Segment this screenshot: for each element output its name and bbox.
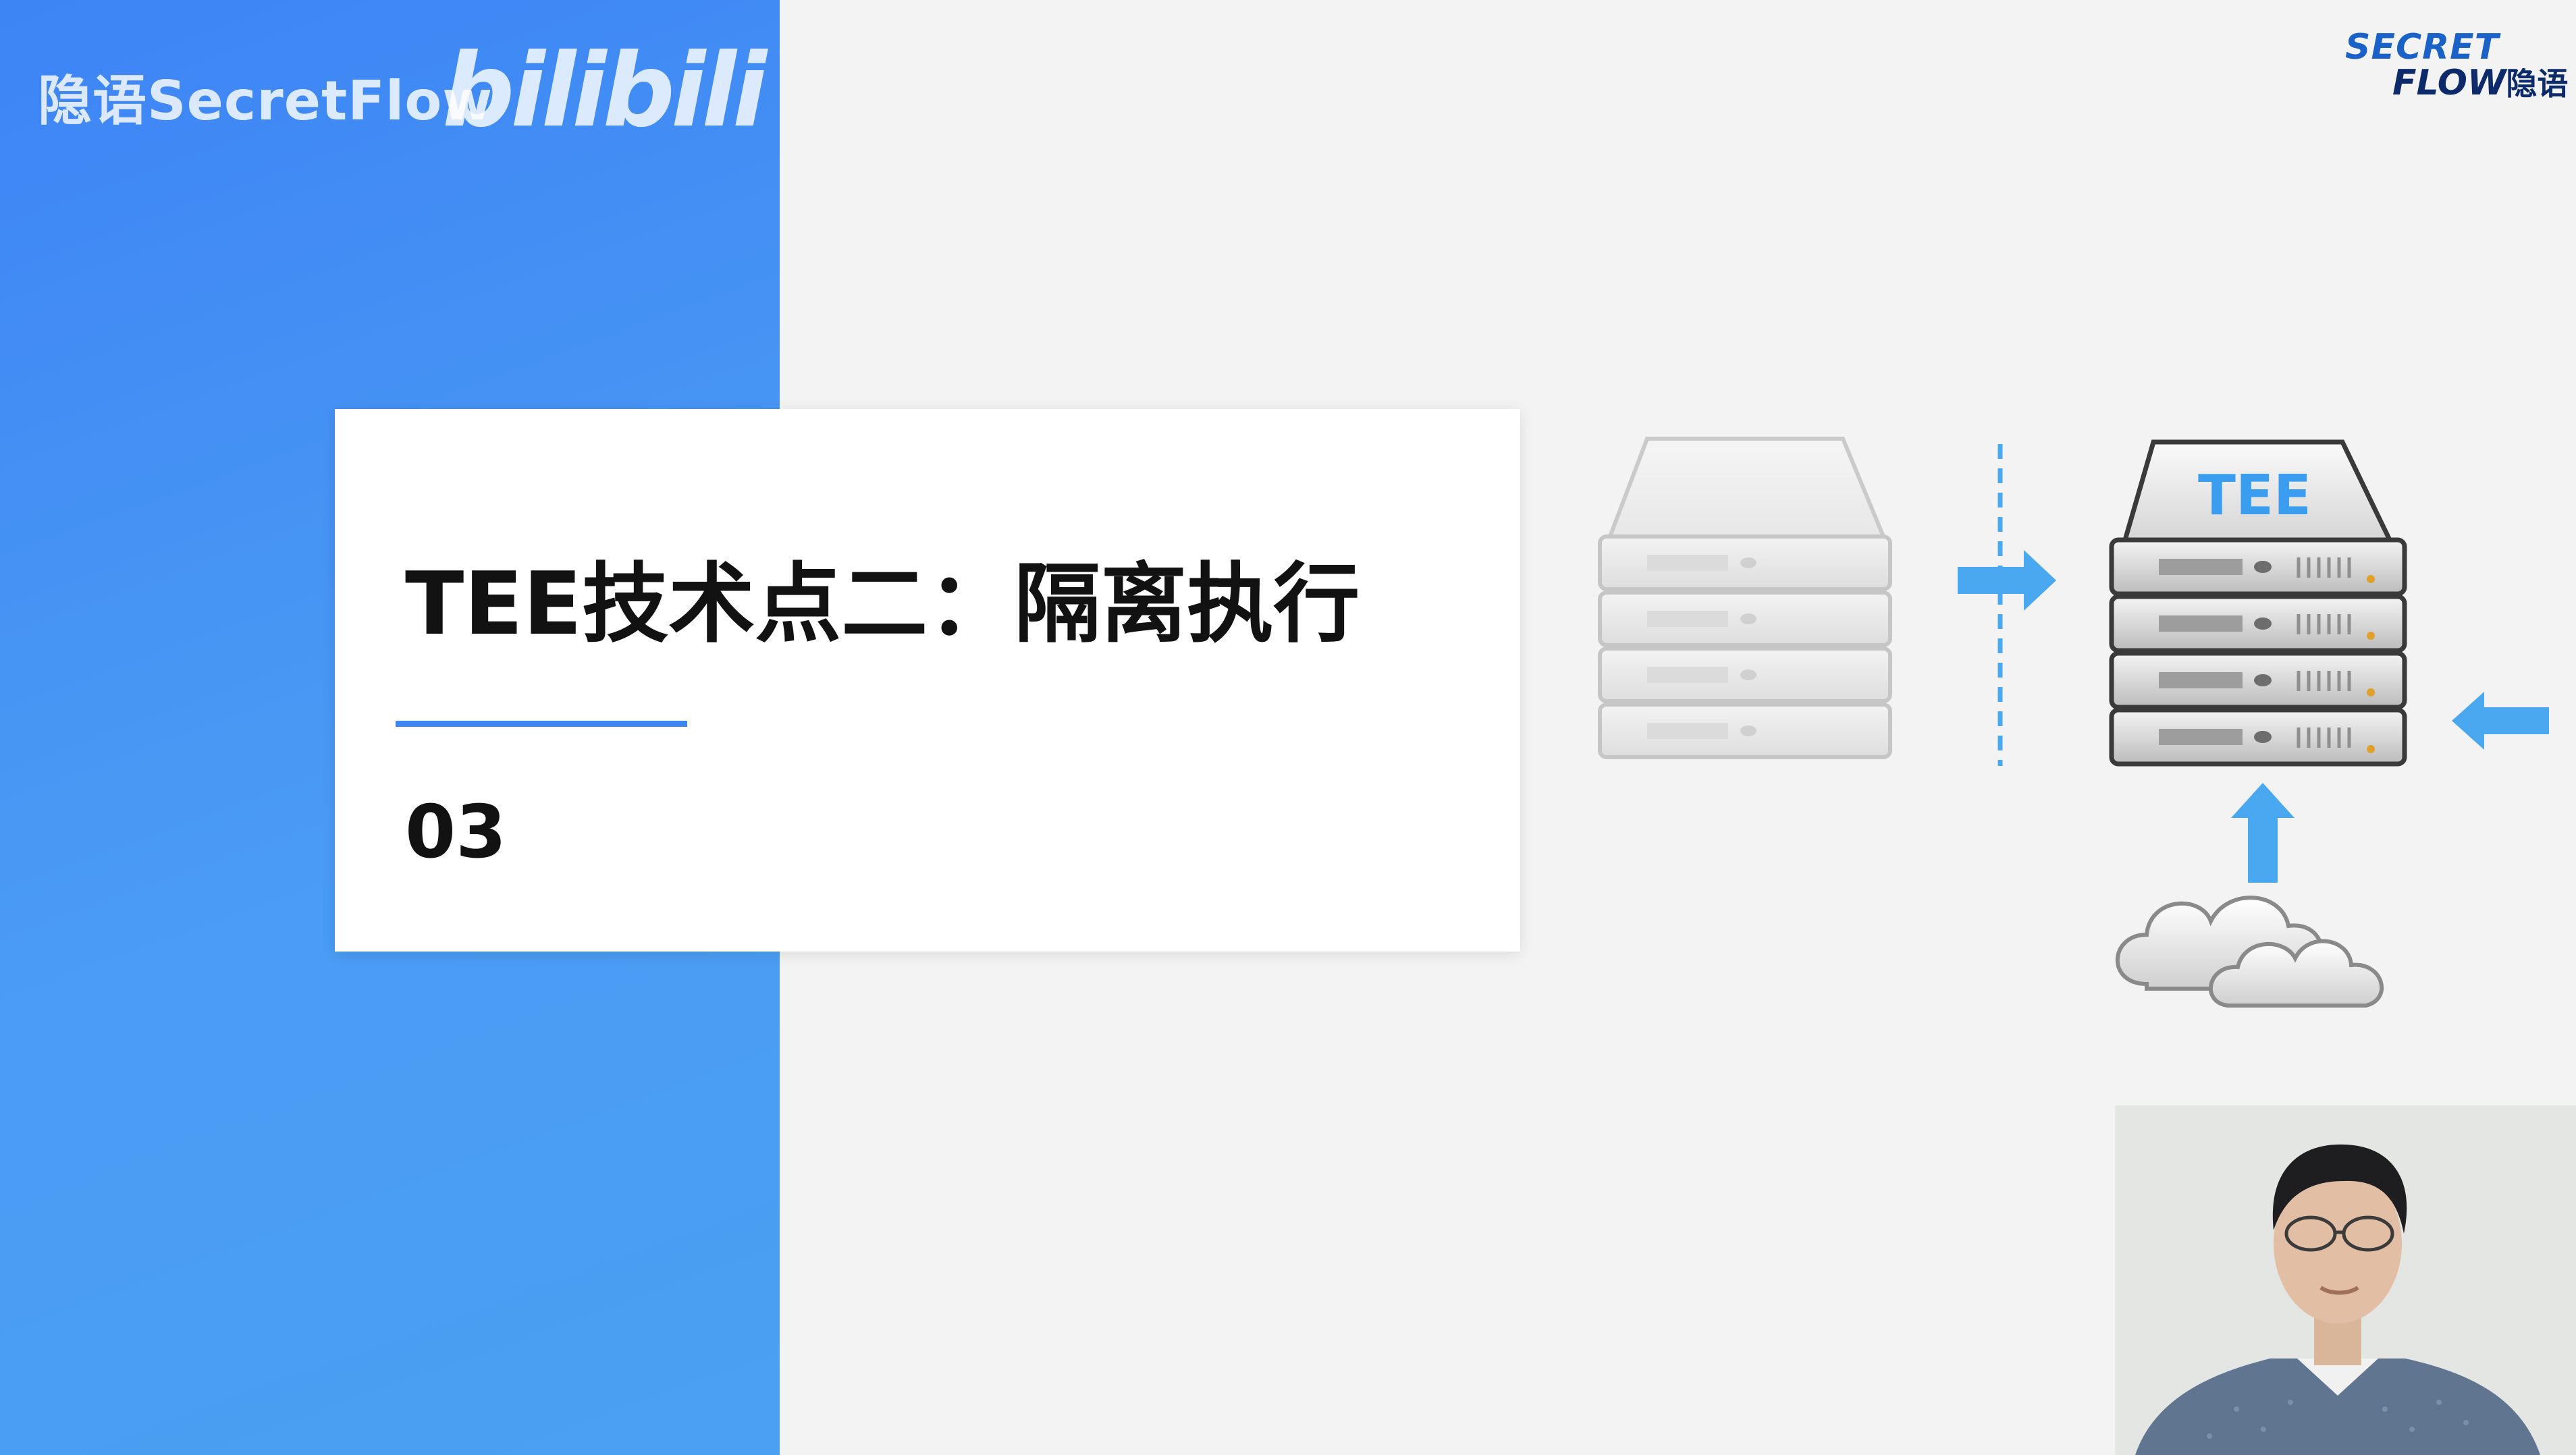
presenter-webcam bbox=[2115, 1105, 2576, 1455]
secretflow-logo: SECRET FLOW隐语 bbox=[2345, 27, 2568, 104]
server-unit bbox=[1598, 534, 1892, 759]
channel-title: 隐语SecretFlow bbox=[38, 70, 493, 132]
bilibili-logo: bilibili bbox=[442, 32, 767, 150]
slide-title: TEE技术点二：隔离执行 bbox=[405, 554, 1360, 655]
secretflow-logo-flow: FLOW bbox=[2392, 63, 2506, 103]
faded-server-icon bbox=[1598, 437, 1892, 759]
tee-server-icon: TEE bbox=[2109, 439, 2407, 767]
title-card: TEE技术点二：隔离执行 03 bbox=[335, 409, 1520, 952]
arrow-right-icon bbox=[1958, 550, 2056, 611]
cloud-icon bbox=[2115, 896, 2384, 1008]
secretflow-logo-line2: FLOW隐语 bbox=[2392, 59, 2568, 104]
section-number: 03 bbox=[405, 790, 507, 875]
title-underline bbox=[396, 721, 687, 727]
secretflow-logo-line1: SECRET bbox=[2345, 27, 2500, 67]
tee-label: TEE bbox=[2198, 464, 2311, 528]
arrow-left-icon bbox=[2452, 692, 2549, 750]
secretflow-logo-cn: 隐语 bbox=[2506, 65, 2569, 102]
arrow-up-icon bbox=[2231, 783, 2295, 883]
presenter-video-frame bbox=[2115, 1105, 2576, 1455]
